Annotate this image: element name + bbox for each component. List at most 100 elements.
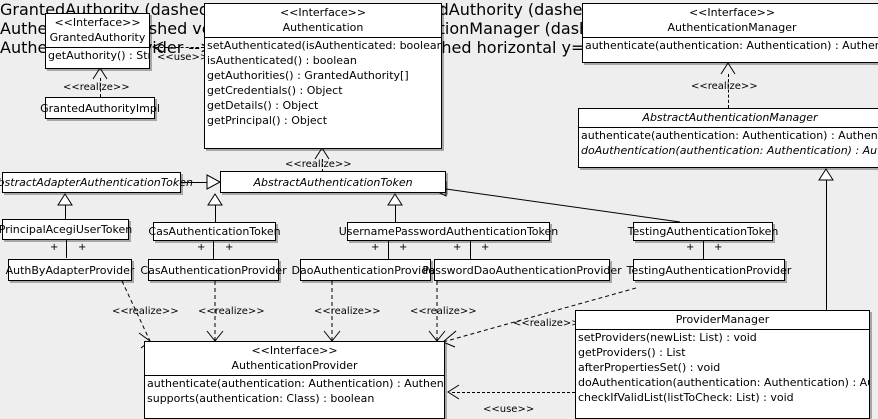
divider-provider-manager: [576, 329, 869, 330]
stereotype-interface-granted-authority: <<Interface>>: [54, 16, 141, 29]
class-box-cas-authentication-provider[interactable]: CasAuthenticationProvider: [140, 259, 287, 281]
class-box-abstract-authentication-manager[interactable]: AbstractAuthenticationManager authentica…: [578, 108, 878, 168]
association-line-principal-to-authbyadapter: [66, 240, 67, 258]
class-name-abstract-authentication-token: AbstractAuthenticationToken: [253, 175, 413, 189]
association-plus-right-1: +: [78, 242, 87, 253]
member-after-properties-set: afterPropertiesSet() : void: [578, 361, 721, 374]
stereotype-interface-authentication-provider: <<Interface>>: [251, 344, 338, 357]
realization-line-abstract-authentication-manager: [728, 74, 729, 108]
class-name-authentication: Authentication: [282, 21, 364, 34]
class-box-authentication-manager[interactable]: <<Interface>> AuthenticationManager auth…: [582, 3, 878, 63]
relationship-label-realize-3: <<realize>>: [285, 159, 352, 170]
class-box-password-dao-authentication-provider[interactable]: PasswordDaoAuthenticationProvider: [422, 259, 622, 281]
class-box-principal-acegi-user-token[interactable]: PrincipalAcegiUserToken: [0, 219, 133, 240]
relationship-label-use-1: <<use>>: [157, 52, 209, 63]
association-plus-left-4: +: [453, 242, 462, 253]
class-name-authentication-manager: AuthenticationManager: [667, 21, 797, 34]
member-do-authentication-pm: doAuthentication(authentication: Authent…: [578, 376, 869, 389]
member-get-details: getDetails() : Object: [207, 99, 319, 112]
association-plus-right-2: +: [225, 242, 234, 253]
member-get-authorities: getAuthorities() : GrantedAuthority[]: [207, 69, 409, 82]
class-name-abstract-authentication-manager: AbstractAuthenticationManager: [642, 111, 818, 124]
realization-line-granted-authority-impl: [100, 78, 101, 97]
stereotype-interface-authentication: <<Interface>>: [279, 6, 367, 19]
realization-line-abstract-authentication-token: [322, 159, 323, 172]
class-header-provider-manager: ProviderManager: [576, 311, 869, 329]
association-plus-left-1: +: [50, 242, 59, 253]
class-name-testing-authentication-provider: TestingAuthenticationProvider: [626, 263, 792, 277]
member-supports-ap: supports(authentication: Class) : boolea…: [147, 392, 375, 405]
class-name-auth-by-adapter-provider: AuthByAdapterProvider: [5, 263, 135, 277]
members-abstract-authentication-manager: authenticate(authentication: Authenticat…: [579, 128, 878, 158]
class-name-username-password-authentication-token: UsernamePasswordAuthenticationToken: [338, 225, 559, 238]
divider-authentication: [205, 37, 441, 38]
class-box-testing-authentication-provider[interactable]: TestingAuthenticationProvider: [627, 259, 791, 281]
class-header-abstract-authentication-manager: AbstractAuthenticationManager: [579, 109, 878, 127]
members-authentication: setAuthenticated(isAuthenticated: boolea…: [205, 38, 441, 128]
class-box-provider-manager[interactable]: ProviderManager setProviders(newList: Li…: [575, 310, 870, 419]
class-box-dao-authentication-provider[interactable]: DaoAuthenticationProvider: [292, 259, 440, 281]
divider-authentication-provider: [145, 375, 444, 376]
relationship-label-realize-12: <<realize>>: [314, 306, 381, 317]
class-header-granted-authority: <<Interface>> GrantedAuthority: [46, 14, 149, 47]
association-line-cas-token-to-provider: [213, 240, 214, 259]
member-check-if-valid-list: checkIfValidList(listToCheck: List) : vo…: [578, 391, 794, 404]
association-plus-left-2: +: [197, 242, 206, 253]
member-set-providers: setProviders(newList: List) : void: [578, 331, 757, 344]
member-do-authentication-aam: doAuthentication(authentication: Authent…: [581, 144, 878, 157]
class-name-granted-authority: GrantedAuthority: [49, 31, 146, 44]
association-line-testing-token-to-provider: [703, 240, 704, 259]
generalization-line-cas-authentication-token: [215, 205, 216, 222]
class-name-principal-acegi-user-token: PrincipalAcegiUserToken: [0, 223, 133, 236]
member-set-authenticated: setAuthenticated(isAuthenticated: boolea…: [207, 39, 441, 52]
dependency-line-provider-manager-use: [452, 392, 575, 393]
member-authenticate-ap: authenticate(authentication: Authenticat…: [147, 377, 444, 390]
stereotype-interface-authentication-manager: <<Interface>>: [688, 6, 776, 19]
relationship-label-use-15: <<use>>: [483, 404, 535, 415]
association-plus-right-3: +: [399, 242, 408, 253]
relationship-label-realize-2: <<realize>>: [63, 82, 130, 93]
relationship-label-realize-11: <<realize>>: [198, 306, 265, 317]
class-box-auth-by-adapter-provider[interactable]: AuthByAdapterProvider: [5, 259, 135, 281]
members-granted-authority: getAuthority() : String: [46, 48, 149, 63]
class-header-authentication-provider: <<Interface>> AuthenticationProvider: [145, 342, 444, 375]
class-box-authentication-provider[interactable]: <<Interface>> AuthenticationProvider aut…: [144, 341, 445, 419]
generalization-line-principal-acegi-user-token: [65, 205, 66, 219]
divider-abstract-authentication-manager: [579, 127, 878, 128]
relationship-label-realize-4: <<realize>>: [691, 81, 758, 92]
generalization-line-adapter-token: [181, 182, 207, 183]
class-name-cas-authentication-token: CasAuthenticationToken: [148, 225, 281, 238]
members-authentication-manager: authenticate(authentication: Authenticat…: [583, 38, 878, 53]
generalization-line-provider-manager: [826, 180, 827, 310]
member-get-authority: getAuthority() : String: [48, 49, 149, 62]
dependency-line-authentication-granted-authority: [155, 47, 204, 48]
class-box-username-password-authentication-token[interactable]: UsernamePasswordAuthenticationToken: [339, 222, 558, 241]
association-line-upat-to-dao: [388, 240, 389, 259]
class-box-abstract-adapter-authentication-token[interactable]: AbstractAdapterAuthenticationToken: [0, 172, 193, 193]
class-name-password-dao-authentication-provider: PasswordDaoAuthenticationProvider: [422, 263, 622, 277]
relationship-label-realize-14: <<realize>>: [513, 318, 580, 329]
class-header-authentication-manager: <<Interface>> AuthenticationManager: [583, 4, 878, 37]
relationship-label-realize-13: <<realize>>: [410, 306, 477, 317]
member-authenticate-aam: authenticate(authentication: Authenticat…: [581, 129, 878, 142]
class-name-authentication-provider: AuthenticationProvider: [231, 359, 358, 372]
class-name-cas-authentication-provider: CasAuthenticationProvider: [140, 263, 287, 277]
class-box-abstract-authentication-token[interactable]: AbstractAuthenticationToken: [220, 171, 446, 193]
class-name-abstract-adapter-authentication-token: AbstractAdapterAuthenticationToken: [0, 176, 193, 189]
class-box-cas-authentication-token[interactable]: CasAuthenticationToken: [148, 222, 281, 241]
divider-authentication-manager: [583, 37, 878, 38]
association-plus-right-5: +: [714, 242, 723, 253]
member-authenticate-am: authenticate(authentication: Authenticat…: [585, 39, 878, 52]
class-header-authentication: <<Interface>> Authentication: [205, 4, 441, 37]
members-provider-manager: setProviders(newList: List) : void getPr…: [576, 330, 869, 405]
class-name-dao-authentication-provider: DaoAuthenticationProvider: [291, 263, 440, 277]
class-box-testing-authentication-token[interactable]: TestingAuthenticationToken: [628, 222, 778, 241]
association-plus-right-4: +: [481, 242, 490, 253]
members-authentication-provider: authenticate(authentication: Authenticat…: [145, 376, 444, 406]
class-box-granted-authority[interactable]: <<Interface>> GrantedAuthority getAuthor…: [45, 13, 150, 69]
member-is-authenticated: isAuthenticated() : boolean: [207, 54, 357, 67]
member-get-providers: getProviders() : List: [578, 346, 686, 359]
class-box-granted-authority-impl[interactable]: GrantedAuthorityImpl: [40, 97, 160, 119]
class-box-authentication[interactable]: <<Interface>> Authentication setAuthenti…: [204, 3, 442, 149]
